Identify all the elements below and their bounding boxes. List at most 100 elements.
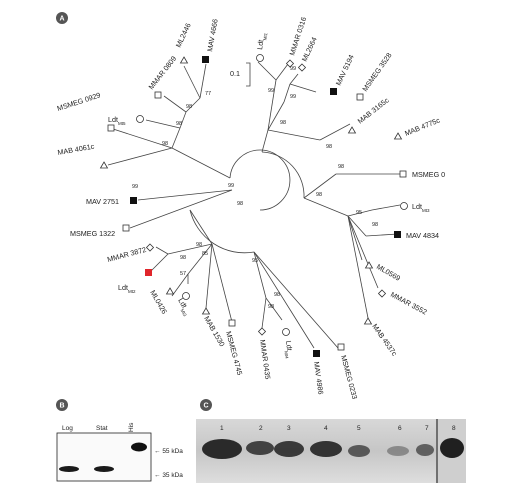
leaf-markers [99, 54, 408, 357]
leaf-label: MSMEG 1322 [70, 229, 115, 238]
triangle-icon [201, 307, 211, 315]
circle-icon [282, 328, 290, 336]
leaf-label: MAV 4666 [205, 18, 220, 52]
lane-label: 3 [287, 425, 291, 432]
leaf-label: MAB 1530 [202, 315, 227, 349]
panel-c-badge [200, 399, 212, 411]
bootstrap-value: 57 [180, 271, 186, 277]
tree-edges [107, 61, 401, 349]
scale-bar-label: 0.1 [230, 69, 240, 78]
circle-icon [136, 115, 144, 123]
leaf-label: LdtMt3 [175, 297, 193, 318]
bootstrap-value: 98 [274, 292, 280, 298]
panel-a-label: A [59, 16, 64, 23]
leaf-label: MAV 5194 [334, 53, 356, 87]
bootstrap-value: 98 [180, 255, 186, 261]
leaf-label: MAV 2751 [86, 197, 119, 206]
open-square-icon [356, 93, 364, 101]
diamond-icon [257, 327, 267, 336]
blot-c-band [246, 441, 274, 455]
diamond-icon [145, 243, 155, 252]
leaf-label: MSMEG 0233 [339, 354, 359, 400]
diamond-icon [285, 59, 295, 68]
filled-square-icon [202, 56, 209, 63]
open-square-icon [122, 224, 130, 232]
bootstrap-value: 99 [290, 94, 296, 100]
blot-c-band [202, 439, 242, 459]
bootstrap-value: 99 [132, 184, 138, 190]
bootstrap-value: 99 [268, 88, 274, 94]
diamond-icon [377, 289, 387, 298]
triangle-icon [165, 287, 175, 295]
bootstrap-value: 95 [252, 258, 258, 264]
leaf-label: MAB 4775c [403, 115, 441, 137]
open-square-icon [337, 343, 345, 351]
blot-c-band [348, 445, 370, 457]
panel-a-badge [56, 12, 68, 24]
lane-label-log: Log [62, 425, 73, 432]
leaf-label: LdtMt1 [255, 31, 268, 50]
leaf-label: ML0569 [375, 262, 402, 283]
leaf-label: ML0426 [148, 289, 169, 316]
panel-c: C 1 2 3 4 5 6 7 8 [196, 399, 466, 483]
bootstrap-value: 98 [326, 144, 332, 150]
kda-marker-55: ← 55 kDa [154, 448, 183, 455]
leaf-label: MMAR 0809 [146, 54, 178, 91]
bootstrap-value: 98 [176, 121, 182, 127]
filled-square-icon [330, 88, 337, 95]
bootstrap-value: 98 [316, 192, 322, 198]
triangle-icon [347, 126, 357, 134]
bootstrap-value: 98 [196, 242, 202, 248]
filled-square-icon [394, 231, 401, 238]
leaf-label: MMAR 0435 [258, 339, 272, 380]
panel-c-label: C [203, 403, 208, 410]
lane-label-his: His [128, 422, 135, 432]
filled-square-icon [313, 350, 320, 357]
lane-label: 4 [324, 425, 328, 432]
blot-b-band-stat [94, 466, 114, 472]
bootstrap-value: 77 [205, 91, 211, 97]
bootstrap-value: 98 [372, 222, 378, 228]
bootstrap-value: 98 [338, 164, 344, 170]
bootstrap-value: 98 [162, 141, 168, 147]
leaf-label: ML2446 [174, 21, 193, 48]
blot-c-band [274, 441, 304, 457]
lane-label: 8 [452, 425, 456, 432]
panel-b: B Log Stat His ← 55 kDa ← 35 kDa [56, 399, 183, 482]
bootstrap-value: 98 [186, 104, 192, 110]
lane-label: 2 [259, 425, 263, 432]
bootstrap-value: 98 [280, 120, 286, 126]
blot-c-band [387, 446, 409, 456]
triangle-icon [393, 132, 403, 140]
blot-b-band-log [59, 466, 79, 472]
leaf-label: MAV 4986 [312, 361, 326, 395]
scale-bar: 0.1 [230, 62, 251, 87]
bootstrap-values: 77 98 98 98 99 99 98 98 98 57 85 98 98 9… [132, 66, 378, 310]
triangle-icon [363, 317, 373, 325]
open-square-icon [228, 319, 236, 327]
blot-c-bands [202, 438, 464, 459]
blot-c-band [310, 441, 342, 457]
bootstrap-value: 99 [228, 183, 234, 189]
triangle-icon [179, 56, 189, 64]
leaf-label: LdtMt4 [283, 340, 296, 359]
circle-icon [400, 202, 408, 210]
panel-b-label: B [59, 403, 64, 410]
blot-c-band [440, 438, 464, 458]
open-square-icon [399, 170, 407, 178]
leaf-label: MAB 4061c [57, 142, 96, 157]
panel-b-badge [56, 399, 68, 411]
leaf-label: MSMEG 0929 [56, 90, 102, 113]
blot-b-membrane [56, 432, 152, 482]
leaf-label: MSMEG 0 [412, 170, 445, 179]
leaf-label: MMAR 3872 [106, 245, 147, 264]
leaf-labels: MAV 4666 ML2446 MMAR 0809 LdtMt5 MSMEG 0… [56, 16, 445, 400]
leaf-label-ldt: LdtMt2 [118, 283, 136, 294]
leaf-label: LdtMt3 [412, 202, 430, 213]
leaf-label: MSMEG 3528 [360, 51, 393, 93]
bootstrap-value: 85 [202, 251, 208, 257]
circle-icon [256, 54, 264, 62]
blot-b-band-his [131, 442, 147, 452]
leaf-label: MSMEG 4745 [224, 330, 244, 376]
bootstrap-value: 98 [268, 304, 274, 310]
